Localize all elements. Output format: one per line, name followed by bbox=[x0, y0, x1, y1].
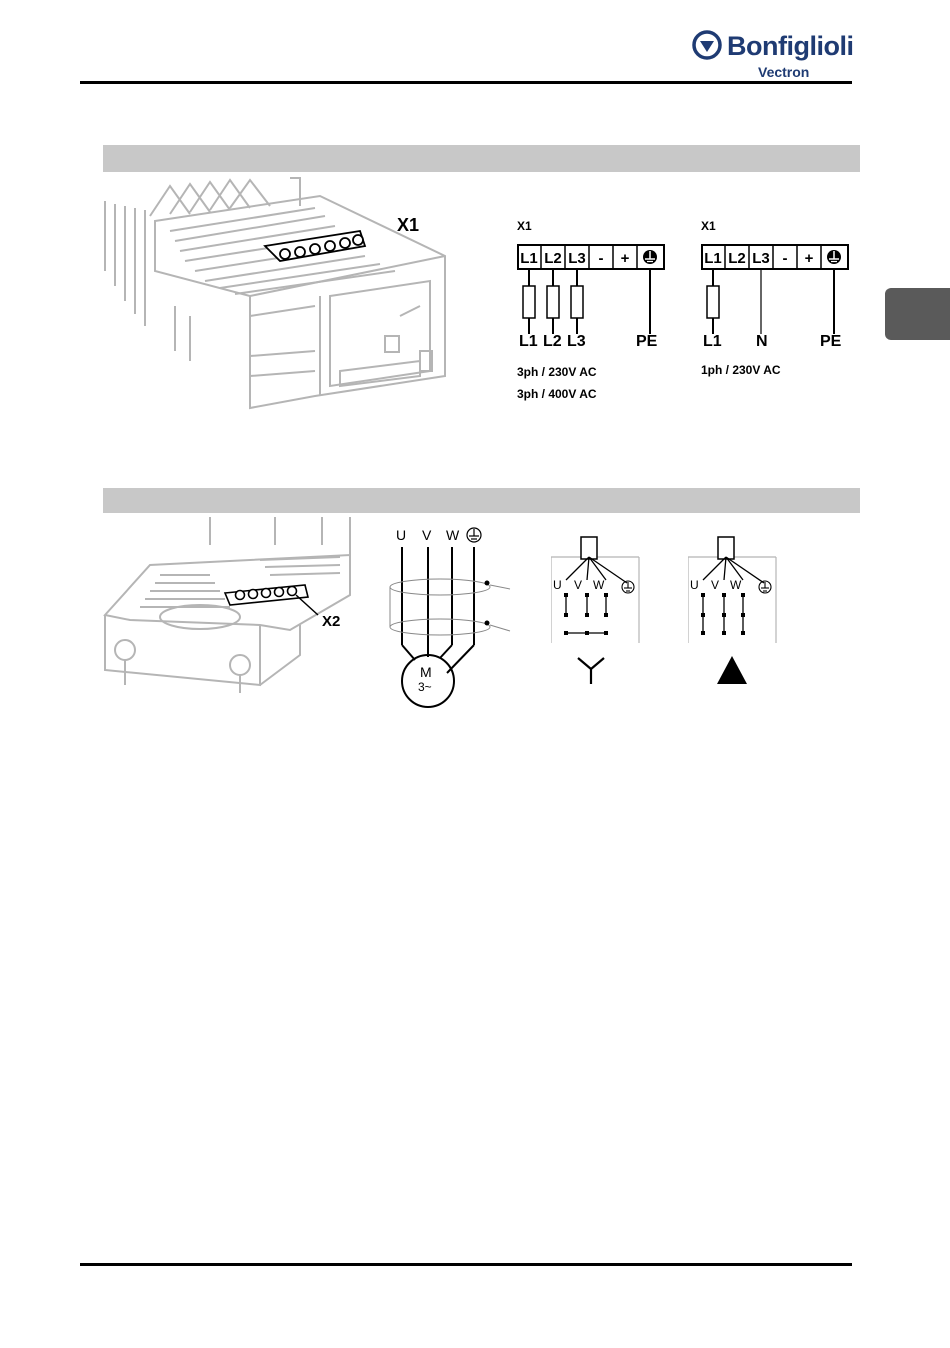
terminal-1ph-l2: L2 bbox=[728, 250, 746, 267]
line-3ph-l3: L3 bbox=[567, 333, 586, 351]
x2-device-label: X2 bbox=[322, 613, 340, 630]
ground-terminal-icon bbox=[827, 250, 841, 264]
x1-3ph-block-label: X1 bbox=[517, 219, 532, 233]
terminal-1ph-l1: L1 bbox=[704, 250, 722, 267]
fuse-icons bbox=[523, 286, 583, 318]
terminal-3ph-l3: L3 bbox=[568, 250, 586, 267]
spec-3ph-230v: 3ph / 230V AC bbox=[517, 365, 597, 379]
motor-label: M bbox=[420, 664, 432, 680]
motor-sub-label: 3~ bbox=[418, 680, 432, 694]
terminal-3ph-plus: + bbox=[621, 250, 630, 267]
brand-logo bbox=[692, 30, 722, 60]
x1-1ph-block-label: X1 bbox=[701, 219, 716, 233]
terminal-1ph-minus: - bbox=[783, 250, 788, 267]
motor-wiring-diagram bbox=[385, 525, 515, 710]
delta-phase-u: U bbox=[690, 578, 699, 592]
star-phase-w: W bbox=[593, 578, 604, 592]
motor-cable-drawing bbox=[385, 525, 515, 710]
section2-header-bar bbox=[103, 488, 860, 513]
star-phase-v: V bbox=[574, 578, 582, 592]
brand-subtitle: Vectron bbox=[758, 64, 809, 80]
terminal-3ph-l1: L1 bbox=[520, 250, 538, 267]
delta-phase-v: V bbox=[711, 578, 719, 592]
section1-device-illustration bbox=[100, 176, 470, 416]
terminal-3ph-minus: - bbox=[599, 250, 604, 267]
chapter-tab bbox=[885, 288, 950, 340]
star-symbol-icon bbox=[576, 652, 606, 686]
inverter-underside-drawing bbox=[100, 515, 360, 695]
delta-symbol-icon bbox=[716, 654, 748, 686]
line-3ph-pe: PE bbox=[636, 333, 657, 351]
delta-phase-w: W bbox=[730, 578, 741, 592]
spec-3ph-400v: 3ph / 400V AC bbox=[517, 387, 597, 401]
footer-rule bbox=[80, 1263, 852, 1266]
earth-icon bbox=[622, 581, 634, 593]
brand-name: Bonfiglioli bbox=[727, 31, 853, 62]
terminal-1ph-plus: + bbox=[805, 250, 814, 267]
fuse-icon bbox=[707, 286, 719, 318]
terminal-1ph-l3: L3 bbox=[752, 250, 770, 267]
line-1ph-n: N bbox=[756, 333, 768, 351]
terminal-3ph-l2: L2 bbox=[544, 250, 562, 267]
frequency-inverter-drawing bbox=[100, 176, 470, 416]
spec-1ph-230v: 1ph / 230V AC bbox=[701, 363, 781, 377]
line-3ph-l1: L1 bbox=[519, 333, 538, 351]
star-phase-u: U bbox=[553, 578, 562, 592]
bonfiglioli-logo-icon bbox=[692, 30, 722, 60]
earth-icon bbox=[759, 581, 771, 593]
line-1ph-l1: L1 bbox=[703, 333, 722, 351]
section2-device-illustration bbox=[100, 515, 360, 695]
x1-device-label: X1 bbox=[397, 215, 419, 236]
line-3ph-l2: L2 bbox=[543, 333, 562, 351]
header-rule bbox=[80, 81, 852, 84]
line-1ph-pe: PE bbox=[820, 333, 841, 351]
ground-terminal-icon bbox=[643, 250, 657, 264]
section1-header-bar bbox=[103, 145, 860, 172]
earth-icon bbox=[467, 528, 481, 542]
